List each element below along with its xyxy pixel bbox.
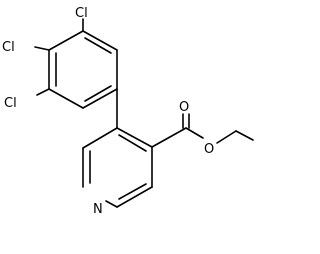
bond-cl-low [36, 88, 50, 96]
bond-ring1-inner-2 [84, 85, 112, 102]
bond-ring2-a [116, 127, 153, 148]
atom-label-cl-mid: Cl [2, 40, 15, 55]
bond-ring1-c [82, 88, 118, 109]
bond-ester-oxygen [185, 127, 204, 139]
atom-label-oxygen-carbonyl: O [179, 100, 189, 115]
bond-ester-carbon [151, 127, 187, 148]
bond-ring1-f [48, 30, 84, 51]
atom-label-cl-low: Cl [4, 96, 17, 111]
atom-label-oxygen-ester: O [204, 142, 214, 157]
bond-ethyl [235, 130, 254, 141]
chemical-structure: Cl Cl Cl O O N [2, 6, 254, 217]
bond-ring2-inner-2 [118, 183, 147, 200]
bond-ring2-inner-1 [118, 134, 147, 152]
atom-label-cl-top: Cl [75, 6, 88, 21]
bond-ring1-a [82, 30, 118, 51]
bond-ring2-c [116, 186, 153, 208]
bond-cl-mid [34, 46, 50, 51]
bond-ring2-f [82, 127, 118, 149]
bond-oxygen-ethyl [216, 130, 237, 144]
bond-ring1-inner-1 [84, 37, 112, 54]
bond-ring1-d [48, 88, 84, 109]
bond-ring2-d [105, 200, 118, 208]
atom-label-nitrogen: N [93, 202, 103, 217]
